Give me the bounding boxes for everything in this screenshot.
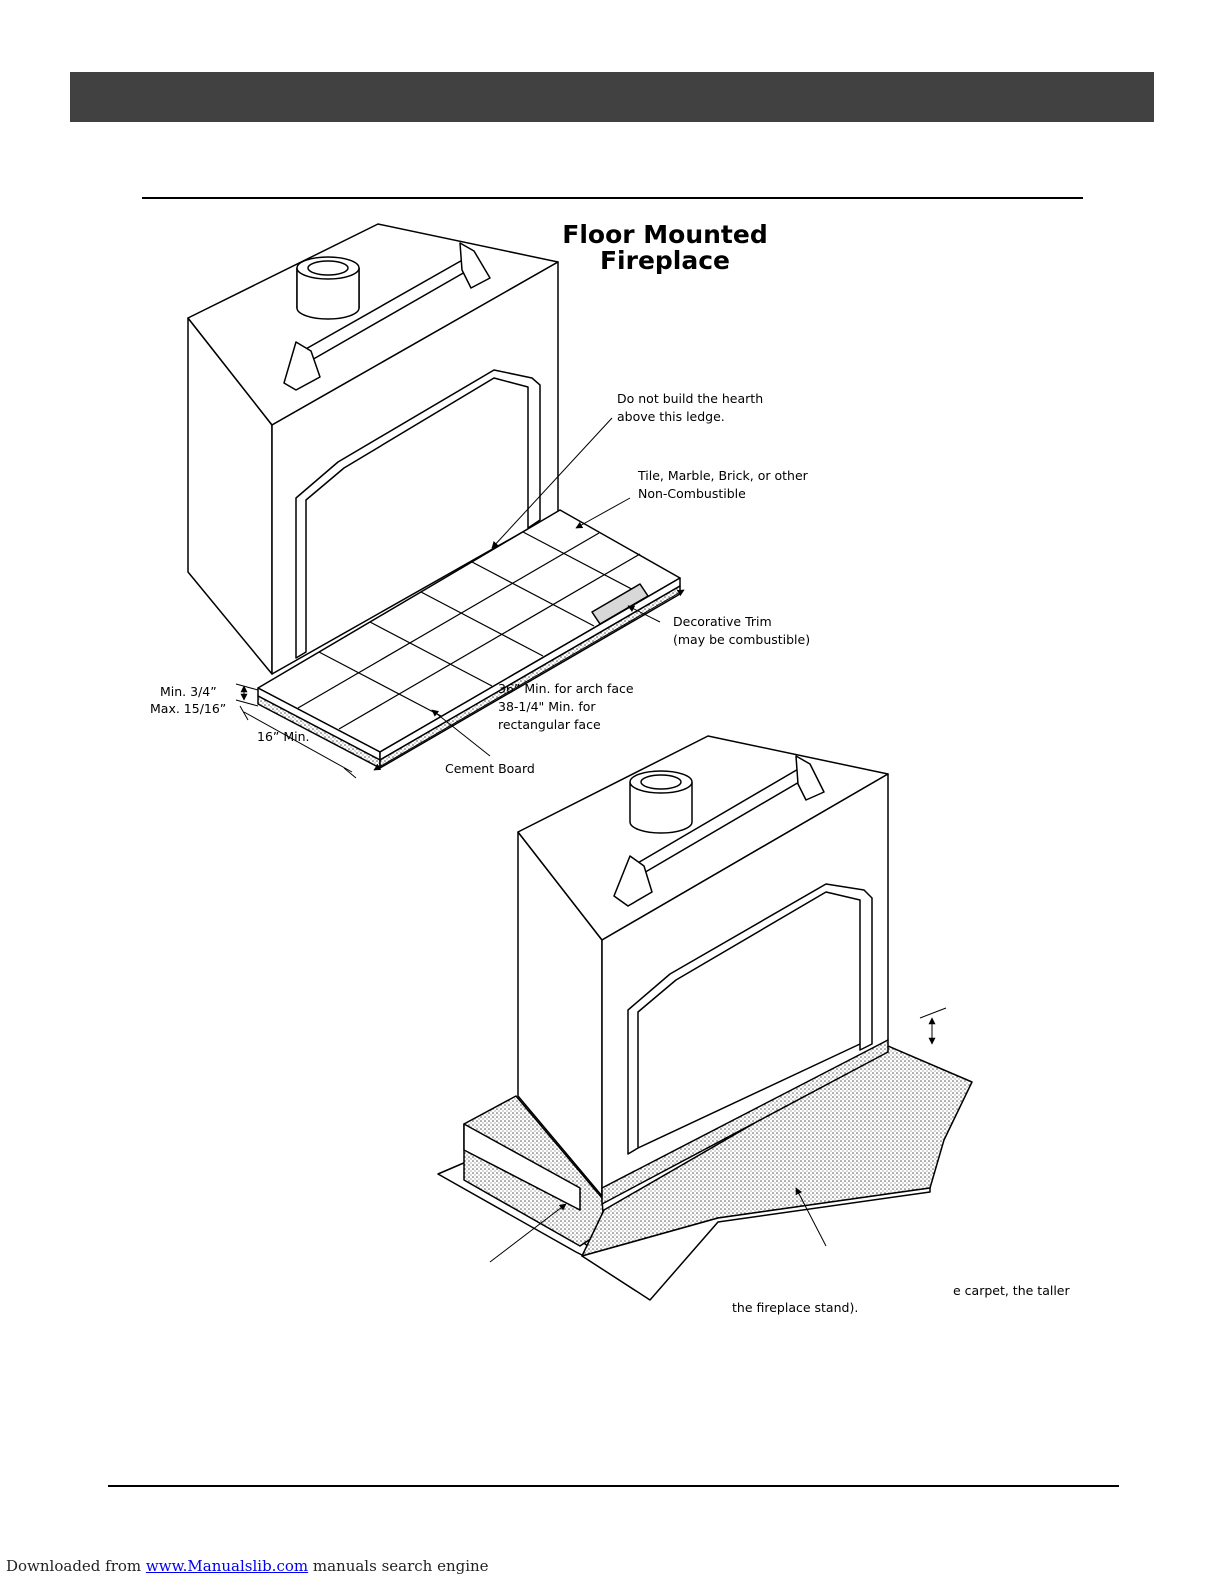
manualslib-link[interactable]: www.Manualslib.com [145,1557,309,1575]
arch-frame-bottom [627,883,873,1155]
min-thickness-label: Min. 3/4” [160,684,217,699]
top-divider [142,197,1083,199]
header-band [70,72,1154,122]
cement-board-label: Cement Board [445,761,535,776]
figure-title-line2: Fireplace [599,246,731,275]
flue-collar-bottom [629,770,693,834]
ledge-callout-line1: Do not build the hearth [617,391,764,406]
trim-callout: Decorative Trim (may be combustible) [673,613,810,649]
callouts-bottom [489,1007,947,1263]
stand-fragment-label: the fireplace stand). [732,1300,859,1315]
width-rect-line2: rectangular face [498,717,601,732]
tile-callout-line2: Non-Combustible [638,486,746,501]
ledge-callout: Do not build the hearth above this ledge… [617,390,763,426]
callouts-top [235,417,685,779]
trim-callout-line1: Decorative Trim [673,614,772,629]
tile-callout-line1: Tile, Marble, Brick, or other [638,468,808,483]
download-footer: Downloaded from www.Manualslib.com manua… [6,1557,489,1575]
footer-suffix: manuals search engine [308,1557,489,1575]
figure-title: Floor Mounted Fireplace [560,222,770,274]
arch-frame-top [295,369,541,659]
fireplace-bottom [437,735,973,1301]
trim-callout-line2: (may be combustible) [673,632,811,647]
ledge-callout-line2: above this ledge. [617,409,725,424]
figure-title-line1: Floor Mounted [562,220,768,249]
standoff-rail-top [283,242,491,391]
footer-prefix: Downloaded from [6,1557,146,1575]
bottom-divider [108,1485,1119,1487]
flue-collar-top [296,256,360,320]
standoff-rail-bottom [613,755,825,907]
width-rect-line1: 38-1/4" Min. for [498,699,596,714]
max-thickness-label: Max. 15/16” [150,701,227,716]
width-rect-label: 38-1/4" Min. for rectangular face [498,698,601,734]
depth-min-label: 16” Min. [257,729,310,744]
width-arch-label: 36” Min. for arch face [498,681,634,696]
tile-callout: Tile, Marble, Brick, or other Non-Combus… [638,467,808,503]
carpet-fragment-label: e carpet, the taller [953,1283,1070,1298]
